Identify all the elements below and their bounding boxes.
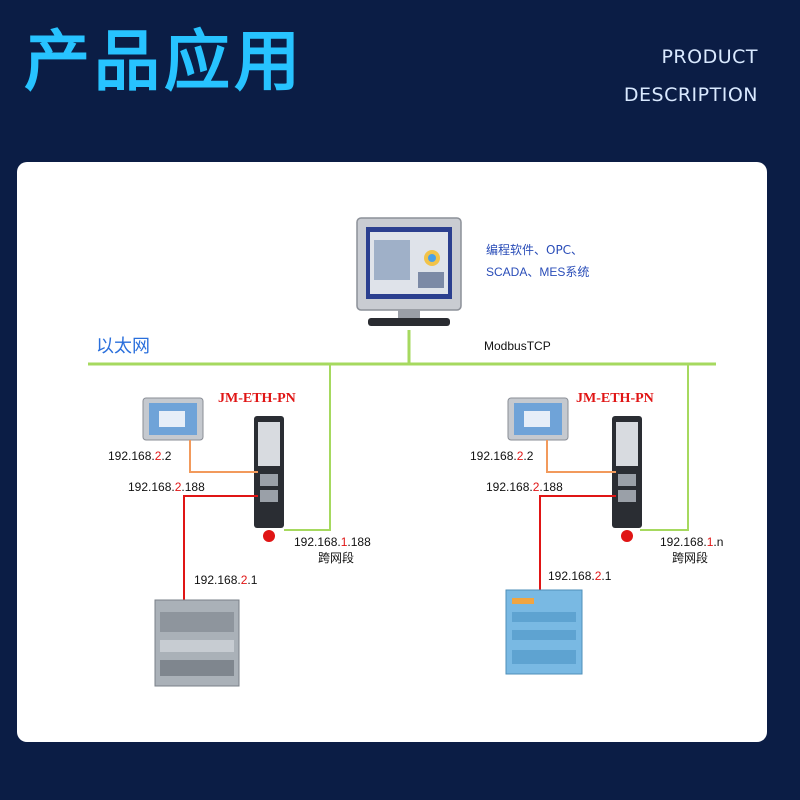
right-plc-icon (505, 589, 583, 675)
right-cross-segment: 跨网段 (672, 550, 708, 565)
left-gateway-uplink (284, 364, 331, 531)
protocol-label: ModbusTCP (484, 339, 551, 353)
left-plc-ip: 192.168.2.1 (194, 573, 258, 587)
right-gateway-ip-1: 192.168.1.n (660, 535, 723, 549)
monitor-label-line-2: SCADA、MES系统 (486, 265, 589, 279)
monitor-icon (356, 217, 462, 326)
left-hmi-link (189, 440, 258, 473)
right-plc-link (539, 495, 616, 590)
right-gateway-ip-2: 192.168.2.188 (486, 480, 563, 494)
right-hmi-link (546, 440, 616, 473)
right-hmi-icon (507, 397, 569, 441)
right-gateway-uplink (640, 364, 689, 531)
subtitle-line-2: DESCRIPTION (623, 84, 758, 106)
right-gateway-icon (612, 416, 642, 542)
network-label: 以太网 (96, 336, 150, 357)
left-model-label: JM-ETH-PN (218, 391, 296, 406)
left-plc-link (183, 495, 258, 600)
monitor-label-line-1: 编程软件、OPC、 (486, 242, 583, 257)
subtitle-line-1: PRODUCT (661, 46, 758, 68)
left-cross-segment: 跨网段 (318, 550, 354, 565)
left-plc-icon (154, 599, 240, 687)
left-gateway-ip-1: 192.168.1.188 (294, 535, 371, 549)
page-title: 产品应用 (24, 23, 304, 100)
right-model-label: JM-ETH-PN (576, 391, 654, 406)
left-gateway-icon (254, 416, 284, 542)
page-subtitle: PRODUCT DESCRIPTION (624, 38, 758, 114)
left-gateway-ip-2: 192.168.2.188 (128, 480, 205, 494)
left-hmi-ip: 192.168.2.2 (108, 449, 172, 463)
left-hmi-icon (142, 397, 204, 441)
right-hmi-ip: 192.168.2.2 (470, 449, 534, 463)
right-plc-ip: 192.168.2.1 (548, 569, 612, 583)
